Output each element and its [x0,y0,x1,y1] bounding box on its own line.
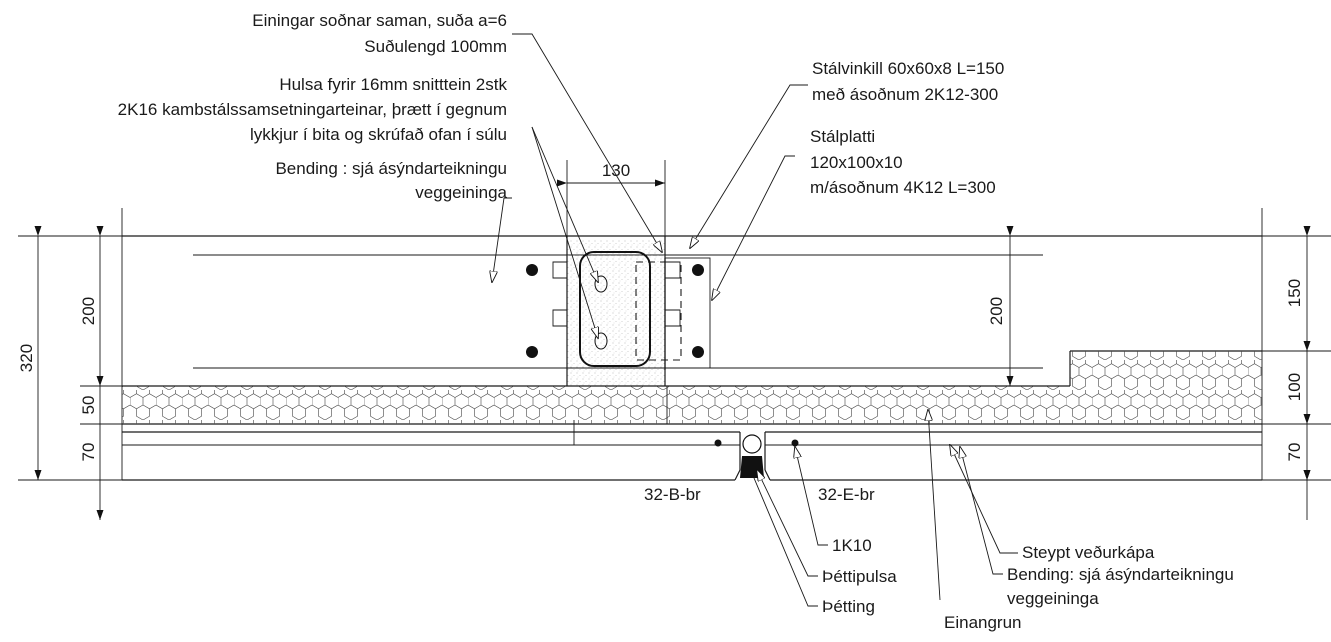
dim-left-inner: 200 [79,297,98,325]
label-ref-b: 32-B-br [644,485,701,504]
rebar-dot-small [791,439,799,447]
rebar-dot [692,264,704,276]
label-weather-skin: Steypt veðurkápa [1022,543,1155,562]
insulation-left [122,386,667,424]
dim-right-insul: 100 [1285,373,1304,401]
label-bend-right-1: Bending: sjá ásýndarteikningu [1007,565,1234,584]
label-sleeve-1: Hulsa fyrir 16mm snitttein 2stk [279,75,507,94]
label-1k10: 1K10 [832,536,872,555]
steel-plate [635,257,711,370]
label-weld-2: Suðulengd 100mm [364,37,507,56]
label-bend-left-2: veggeininga [415,183,507,202]
leader-lines [492,33,1018,607]
label-bend-right-2: veggeininga [1007,589,1099,608]
dim-right-top: 150 [1285,279,1304,307]
label-angle-1: Stálvinkill 60x60x8 L=150 [812,59,1004,78]
rebar-dot [526,346,538,358]
dim-left-insul: 50 [79,396,98,415]
sleeve-lower [594,332,608,350]
label-angle-2: með ásoðnum 2K12-300 [812,85,998,104]
rebar-dot-small [714,439,722,447]
rebar-dot [692,346,704,358]
label-sleeve-3: lykkjur í bita og skrúfað ofan í súlu [250,125,507,144]
joint-core [552,236,681,386]
dim-right-skin: 70 [1285,443,1304,462]
label-insulation: Einangrun [944,613,1022,632]
label-plate-2: 120x100x10 [810,153,903,172]
dimension-lines [18,160,1331,520]
dim-top-gap: 130 [602,161,630,180]
dim-mid-height: 200 [987,297,1006,325]
panel-structure [121,208,1263,481]
dim-left-skin: 70 [79,443,98,462]
label-sleeve-2: 2K16 kambstálssamsetningarteinar, þrætt … [118,100,507,119]
label-bend-left-1: Bending : sjá ásýndarteikningu [275,159,507,178]
label-ref-e: 32-E-br [818,485,875,504]
label-sealing: Þétting [822,597,875,616]
label-weld-1: Einingar soðnar saman, suða a=6 [252,11,507,30]
dim-left-total: 320 [17,344,36,372]
bottom-joint-seal [734,432,771,481]
label-plate-1: Stálplatti [810,127,875,146]
annotation-labels: Einingar soðnar saman, suða a=6 Suðuleng… [118,11,1234,632]
rebar-dot [526,264,538,276]
insulation-right-step [1070,351,1262,386]
label-gasket: Þéttipulsa [822,567,897,586]
insulation-right [667,386,1262,424]
label-plate-3: m/ásoðnum 4K12 L=300 [810,178,996,197]
dimension-labels: 130 320 200 50 70 200 150 100 70 [17,161,1304,461]
